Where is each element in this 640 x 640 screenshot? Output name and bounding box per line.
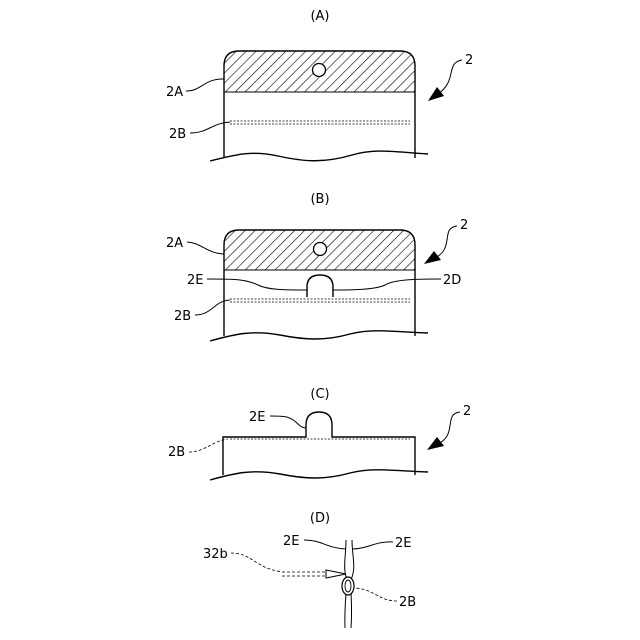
figure-c-label-2: 2 bbox=[463, 404, 471, 419]
figure-d-label-2b: 2B bbox=[399, 595, 416, 610]
figure-b-leader-2b bbox=[195, 300, 230, 315]
figure-b-leader-2d bbox=[333, 279, 441, 290]
figure-c-caption: (C) bbox=[310, 387, 329, 402]
figure-d-leader-2b bbox=[354, 588, 397, 601]
figure-c-label-2b: 2B bbox=[168, 445, 185, 460]
figure-c-leader-2b bbox=[189, 439, 228, 452]
figure-b: (B) 2A 2E 2D 2B 2 bbox=[166, 192, 468, 341]
figure-a: (A) 2A 2B 2 bbox=[166, 9, 473, 161]
figure-c-break-line bbox=[210, 470, 428, 480]
figure-d-label-2e-right: 2E bbox=[395, 536, 412, 551]
figure-a-label-2a: 2A bbox=[166, 85, 183, 100]
figure-d-leader-2e-right bbox=[352, 542, 393, 549]
figure-a-caption: (A) bbox=[310, 9, 329, 24]
figure-b-hang-hole bbox=[314, 243, 327, 256]
figure-c-label-2e: 2E bbox=[249, 410, 266, 425]
figure-d-label-2e-left: 2E bbox=[283, 534, 300, 549]
figure-b-label-2b: 2B bbox=[174, 309, 191, 324]
figure-a-seal-line bbox=[230, 121, 410, 124]
figure-a-hang-hole bbox=[313, 64, 326, 77]
figure-d-leader-2e-left bbox=[304, 540, 346, 549]
figure-a-leader-2 bbox=[438, 60, 462, 94]
figure-d-pin-tip bbox=[326, 570, 346, 578]
figure-b-leader-2a bbox=[187, 242, 224, 254]
figure-d-caption: (D) bbox=[310, 511, 330, 526]
figure-b-leader-2e bbox=[207, 279, 307, 290]
figure-d-pin bbox=[282, 572, 326, 576]
figure-a-label-2b: 2B bbox=[169, 127, 186, 142]
figure-b-label-2d: 2D bbox=[443, 273, 461, 288]
figure-a-arrowhead bbox=[428, 87, 444, 101]
figure-b-seal-line bbox=[230, 299, 410, 302]
figure-c-arrowhead bbox=[427, 437, 444, 450]
figure-b-tab-cut bbox=[307, 275, 333, 297]
figure-a-label-2: 2 bbox=[465, 53, 473, 68]
figure-a-break-line bbox=[210, 151, 428, 161]
figure-b-leader-2 bbox=[435, 226, 457, 258]
figure-c-leader-2e bbox=[270, 416, 306, 428]
figure-a-leader-2a bbox=[186, 79, 224, 91]
figure-d-label-32b: 32b bbox=[203, 547, 228, 562]
figure-b-break-line bbox=[210, 331, 428, 341]
figure-d: (D) 2E 2E 32b 2B bbox=[203, 511, 416, 628]
figure-b-label-2a: 2A bbox=[166, 236, 183, 251]
figure-b-label-2: 2 bbox=[460, 218, 468, 233]
figure-c: (C) 2E 2B 2 bbox=[168, 387, 471, 480]
figure-c-leader-2 bbox=[438, 412, 460, 444]
figure-d-leader-32b bbox=[231, 553, 282, 572]
figure-b-label-2e: 2E bbox=[187, 273, 204, 288]
figure-b-caption: (B) bbox=[310, 192, 329, 207]
figure-b-arrowhead bbox=[424, 251, 441, 264]
